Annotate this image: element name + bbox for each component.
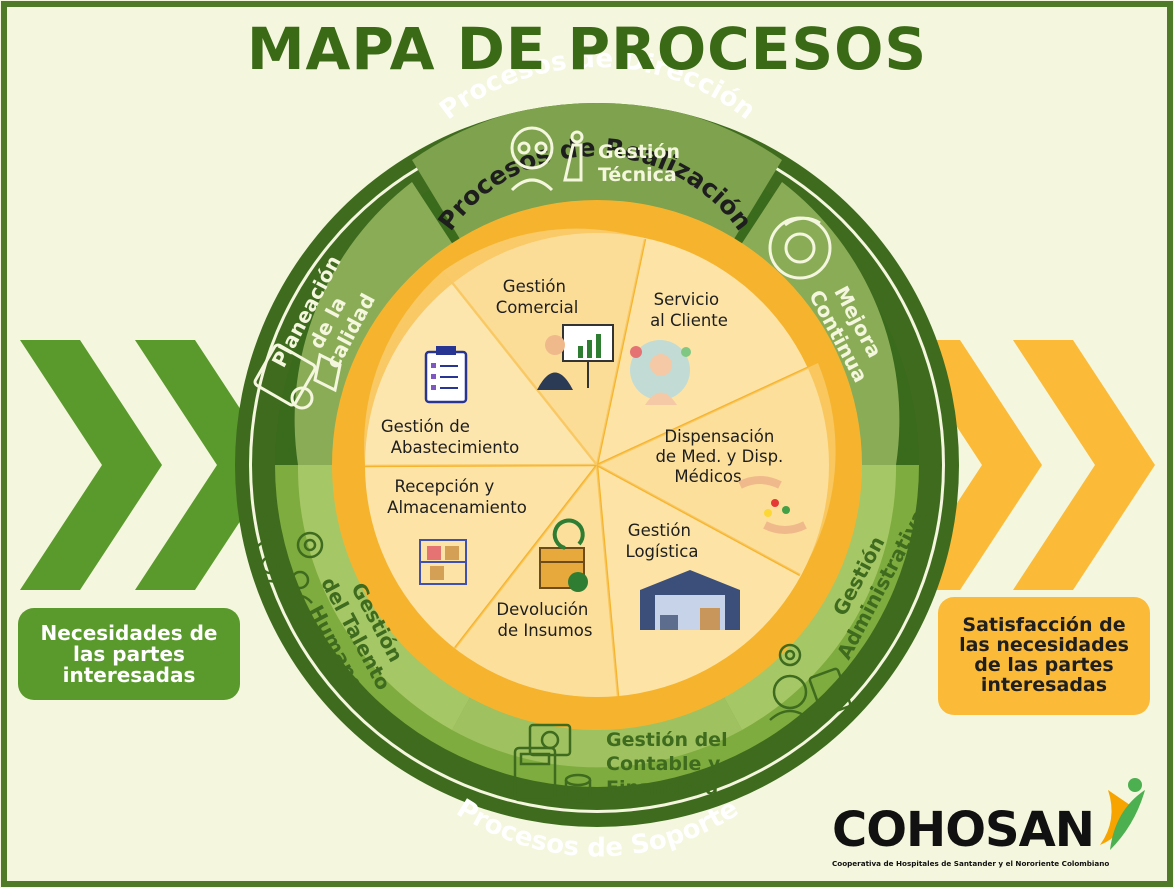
input-needs-box: Necesidades de las partes interesadas xyxy=(18,608,240,700)
left-chevron-icon xyxy=(20,340,162,590)
right-chevron-icon xyxy=(1013,340,1155,590)
output-satisfaction-box: Satisfacción de las necesidades de las p… xyxy=(938,597,1150,715)
abastecimiento-label: Gestión de Abastecimiento xyxy=(381,417,519,457)
comercial-label: Gestión Comercial xyxy=(496,277,579,317)
page-title: MAPA DE PROCESOS xyxy=(246,14,928,83)
presentation-icon xyxy=(537,324,614,390)
quality-plan-icon xyxy=(253,343,342,410)
calculator-icon xyxy=(513,723,592,803)
medicine-hands-icon xyxy=(738,476,807,534)
customer-service-icon xyxy=(630,340,691,405)
right-chevron-icon xyxy=(900,340,1042,590)
contable-label: Gestión del Contable y Financiera xyxy=(606,729,734,799)
warehouse-icon xyxy=(640,570,740,630)
logistica-label: Gestión Logística xyxy=(626,521,699,561)
devolucion-label: Devolución de Insumos xyxy=(496,600,593,640)
contable-group: Gestión del Contable y Financiera xyxy=(513,723,734,803)
realizacion-labels: Gestión Comercial Servicio al Cliente Di… xyxy=(381,277,788,640)
return-box-icon xyxy=(539,518,588,592)
gestion-tecnica-label: Gestión Técnica xyxy=(598,141,687,186)
gear-cycle-icon xyxy=(768,216,832,280)
dispensacion-label: Dispensación de Med. y Disp. Médicos xyxy=(655,427,788,486)
cohosan-logo: COHOSAN Cooperativa de Hospitales de San… xyxy=(832,778,1145,868)
clipboard-icon xyxy=(424,346,468,404)
logo-tagline: Cooperativa de Hospitales de Santander y… xyxy=(832,859,1109,868)
shelves-icon xyxy=(419,539,467,585)
scientist-icon xyxy=(510,126,584,192)
admin-person-icon xyxy=(769,643,852,721)
logo-wordmark: COHOSAN xyxy=(832,802,1094,858)
people-gear-icon xyxy=(255,515,324,604)
servicio-label: Servicio al Cliente xyxy=(650,290,728,330)
recepcion-label: Recepción y Almacenamiento xyxy=(387,477,527,517)
gestion-tecnica-group: Gestión Técnica xyxy=(510,126,687,192)
